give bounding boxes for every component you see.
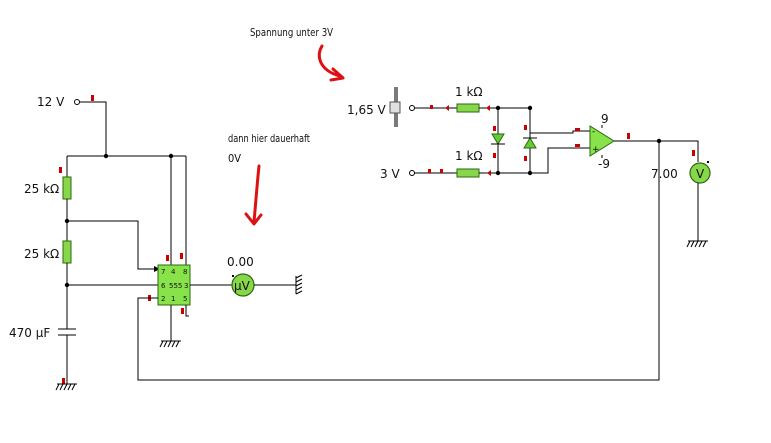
meter-dot — [707, 161, 709, 163]
pin-marker — [62, 378, 65, 384]
capacitor[interactable] — [58, 328, 76, 336]
ground-symbol — [159, 340, 181, 348]
annotation-top: Spannung unter 3V — [250, 26, 333, 39]
resistor-r1-label: 25 kΩ — [24, 182, 59, 196]
pin-marker — [524, 125, 527, 130]
resistor-r3-label: 1 kΩ — [455, 85, 483, 99]
source-165v-label: 1,65 V — [347, 103, 387, 117]
junction — [656, 138, 662, 144]
pin-marker — [440, 169, 443, 173]
pin-marker — [181, 308, 184, 314]
resistor-r1[interactable] — [62, 176, 72, 200]
microvoltmeter-reading: 0.00 — [227, 255, 254, 269]
red-arrow-top-head — [329, 67, 345, 82]
wire — [185, 305, 189, 317]
pin-marker — [486, 105, 490, 111]
wire — [80, 101, 107, 156]
ic-pin-1-label: 1 — [171, 295, 175, 303]
wire-discharge — [67, 220, 158, 270]
pin-marker — [487, 170, 491, 176]
opamp-pos-supply-label: 9 — [601, 112, 609, 126]
ic-name-label: 555 — [169, 282, 182, 290]
ic-pin-2-label: 2 — [161, 295, 165, 303]
pin-marker — [166, 255, 169, 261]
pin-marker — [59, 167, 62, 173]
ic-pin-4-label: 4 — [171, 268, 176, 276]
resistor-r4-label: 1 kΩ — [455, 149, 483, 163]
annotation-mid-line2: 0V — [228, 152, 241, 165]
opamp-plus-label: + — [592, 145, 600, 155]
capacitor-label: 470 µF — [9, 326, 50, 340]
source-3v-terminal[interactable] — [409, 170, 415, 176]
pin-marker — [91, 95, 94, 101]
voltmeter[interactable] — [689, 162, 711, 184]
red-arrow-top — [317, 44, 344, 79]
ic-pin-5-label: 5 — [183, 295, 187, 303]
wire-opamp-output — [614, 140, 699, 162]
source-12v-terminal[interactable] — [74, 99, 80, 105]
pin-marker — [493, 153, 496, 158]
junction — [103, 153, 109, 159]
pin-marker — [692, 150, 695, 156]
resistor-r2[interactable] — [62, 240, 72, 264]
pin-marker — [524, 156, 527, 161]
opamp[interactable]: - + — [589, 125, 615, 157]
comparator-circuit: 1,65 V 1 kΩ 3 V 1 kΩ — [347, 85, 711, 248]
resistor-r2-label: 25 kΩ — [24, 247, 59, 261]
opamp-neg-supply-label: -9 — [598, 157, 610, 171]
source-165v-terminal[interactable] — [409, 105, 415, 111]
diode-d2[interactable] — [523, 137, 537, 149]
ground-symbol — [295, 274, 303, 295]
arrow-head — [154, 266, 160, 272]
ic-pin-6-label: 6 — [161, 282, 166, 290]
pin-marker — [575, 144, 580, 147]
red-arrow-mid — [252, 164, 261, 224]
meter-dot — [232, 275, 234, 277]
red-arrow-mid-head — [244, 212, 263, 226]
pin-marker — [428, 169, 431, 173]
voltmeter-reading: 7.00 — [651, 167, 678, 181]
voltmeter-unit: V — [696, 167, 705, 181]
opamp-minus-label: - — [592, 127, 595, 137]
resistor-r3[interactable] — [456, 103, 480, 113]
timer-circuit: 12 V 25 kΩ 25 kΩ 470 µF — [9, 95, 660, 391]
diode-d1[interactable] — [491, 133, 505, 145]
ic-pin-3-label: 3 — [184, 282, 188, 290]
ground-symbol — [686, 240, 708, 248]
pin-marker — [430, 105, 433, 109]
pin-marker — [180, 253, 183, 259]
source-3v-label: 3 V — [380, 167, 400, 181]
resistor-r4[interactable] — [456, 168, 480, 178]
annotation-mid-line1: dann hier dauerhaft — [228, 132, 310, 145]
microvoltmeter-unit: µV — [234, 279, 251, 293]
pin-marker — [627, 133, 630, 139]
pin-marker — [445, 105, 449, 111]
wire — [530, 147, 590, 174]
potentiometer-slider[interactable] — [389, 87, 401, 127]
pin-marker — [575, 128, 580, 131]
annotations: Spannung unter 3V dann hier dauerhaft 0V — [228, 26, 345, 226]
wire-feedback-loop — [137, 141, 660, 381]
pin-marker — [493, 126, 496, 131]
ic-pin-7-label: 7 — [161, 268, 165, 276]
timer-555-ic[interactable]: 7 4 8 6 555 3 2 1 5 — [157, 264, 191, 306]
ground-symbol — [55, 383, 77, 391]
ic-pin-8-label: 8 — [183, 268, 187, 276]
source-12v-label: 12 V — [37, 95, 65, 109]
